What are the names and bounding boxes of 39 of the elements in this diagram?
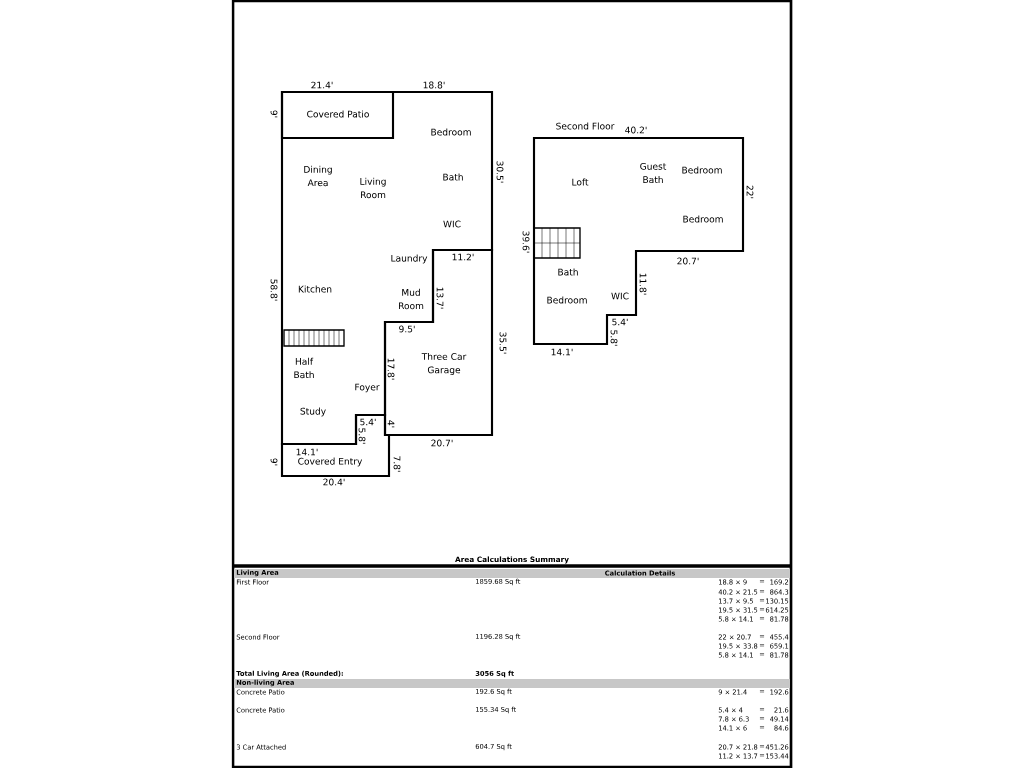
room-label: Mud Room [399, 288, 424, 310]
dimension-label: 18.8' [423, 81, 445, 89]
dimension-label: 35.5' [499, 332, 507, 354]
dimension-label: 17.8' [387, 358, 395, 380]
dimension-label: 7.8' [393, 456, 401, 472]
room-label: Bedroom [683, 215, 723, 223]
room-label: Dining Area [304, 165, 332, 187]
dimension-label: 11.8' [639, 273, 647, 295]
room-label: Laundry [391, 254, 428, 264]
room-label: Bedroom [682, 166, 722, 174]
room-label: Living Room [360, 177, 386, 199]
dimension-label: 30.5' [496, 161, 504, 183]
room-label: Loft [572, 178, 589, 186]
room-label: Bedroom [431, 128, 471, 136]
room-label: Guest Bath [640, 162, 667, 184]
room-label: WIC [443, 220, 461, 228]
dimension-label: 5.8' [358, 428, 366, 444]
dimension-label: 14.1' [296, 448, 318, 456]
room-label: WIC [611, 292, 629, 300]
room-label: Kitchen [298, 285, 332, 293]
room-label: Study [300, 407, 326, 417]
floor-heading: Second Floor [556, 122, 615, 130]
room-label: Covered Patio [307, 110, 369, 118]
dimension-label: 13.7' [436, 287, 444, 309]
room-label: Bath [443, 173, 463, 181]
dimension-label: 4' [387, 420, 395, 428]
room-label: Bedroom [547, 296, 587, 304]
dimension-label: 58.8' [270, 279, 278, 301]
room-label: Foyer [355, 383, 380, 393]
room-label: Covered Entry [298, 457, 363, 467]
dimension-label: 5.4' [612, 318, 628, 326]
room-label: Half Bath [294, 357, 314, 379]
dimension-label: 5.4' [360, 418, 376, 426]
dimension-label: 9.5' [399, 325, 415, 333]
room-label: Bath [558, 268, 578, 276]
room-label: Three Car Garage [421, 352, 467, 376]
dimension-label: 11.2' [452, 253, 474, 261]
dimension-label: 20.7' [677, 257, 699, 265]
dimension-label: 5.8' [610, 330, 618, 346]
